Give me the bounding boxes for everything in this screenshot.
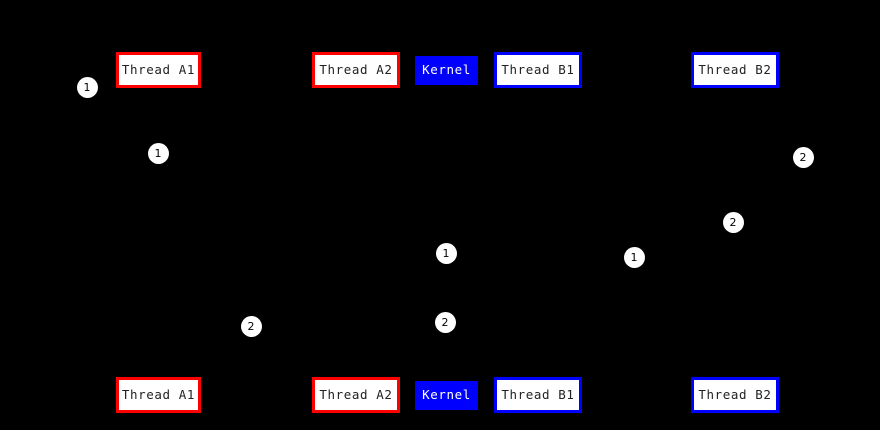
msg-kernel-to-a2-2 — [250, 259, 446, 326]
lifeline-thread-a1 — [158, 88, 159, 377]
msg-b2-self-2 — [733, 96, 734, 222]
participant-box-kernel-participants_bottom[interactable]: Kernel — [415, 381, 478, 410]
participant-box-thread-b1-participants_top[interactable]: Thread B1 — [494, 52, 582, 88]
lifeline-tick-bottom-2 — [537, 374, 539, 377]
badge-1-b1-mid: 1 — [623, 246, 645, 268]
badge-2-b2-upper: 2 — [792, 146, 814, 168]
msg-a1-to-kernel-1 — [157, 160, 446, 254]
lifeline-tick-top-0 — [157, 88, 159, 91]
participant-box-thread-b1-participants_bottom[interactable]: Thread B1 — [494, 377, 582, 413]
lifeline-tick-top-2 — [537, 88, 539, 91]
lifeline-tick-top-3 — [733, 88, 735, 91]
participant-box-thread-a2-participants_top[interactable]: Thread A2 — [312, 52, 400, 88]
lifeline-tick-bottom-3 — [733, 374, 735, 377]
badge-1-kernel-mid: 1 — [435, 242, 457, 264]
badge-1-a1-lower: 1 — [147, 142, 169, 164]
participant-box-thread-a2-participants_bottom[interactable]: Thread A2 — [312, 377, 400, 413]
lifeline-kernel — [446, 85, 447, 381]
lifeline-thread-a2 — [356, 88, 357, 377]
lifeline-thread-b2 — [734, 88, 735, 377]
lifeline-tick-bottom-0 — [157, 374, 159, 377]
msg-b2-to-b1-1 — [633, 228, 734, 257]
participant-box-kernel-participants_top[interactable]: Kernel — [415, 56, 478, 85]
badge-2-b2-lower: 2 — [722, 211, 744, 233]
participant-box-thread-a1-participants_top[interactable]: Thread A1 — [116, 52, 201, 88]
lifeline-thread-b1 — [538, 88, 539, 377]
lifeline-tick-bottom-1 — [355, 374, 357, 377]
badge-2-kernel-low: 2 — [434, 311, 456, 333]
participant-box-thread-b2-participants_top[interactable]: Thread B2 — [691, 52, 779, 88]
participant-box-thread-b2-participants_bottom[interactable]: Thread B2 — [691, 377, 779, 413]
badge-2-a2-lower: 2 — [240, 315, 262, 337]
badge-1-a1-start: 1 — [76, 76, 98, 98]
lifeline-tick-top-1 — [355, 88, 357, 91]
participant-box-thread-a1-participants_bottom[interactable]: Thread A1 — [116, 377, 201, 413]
